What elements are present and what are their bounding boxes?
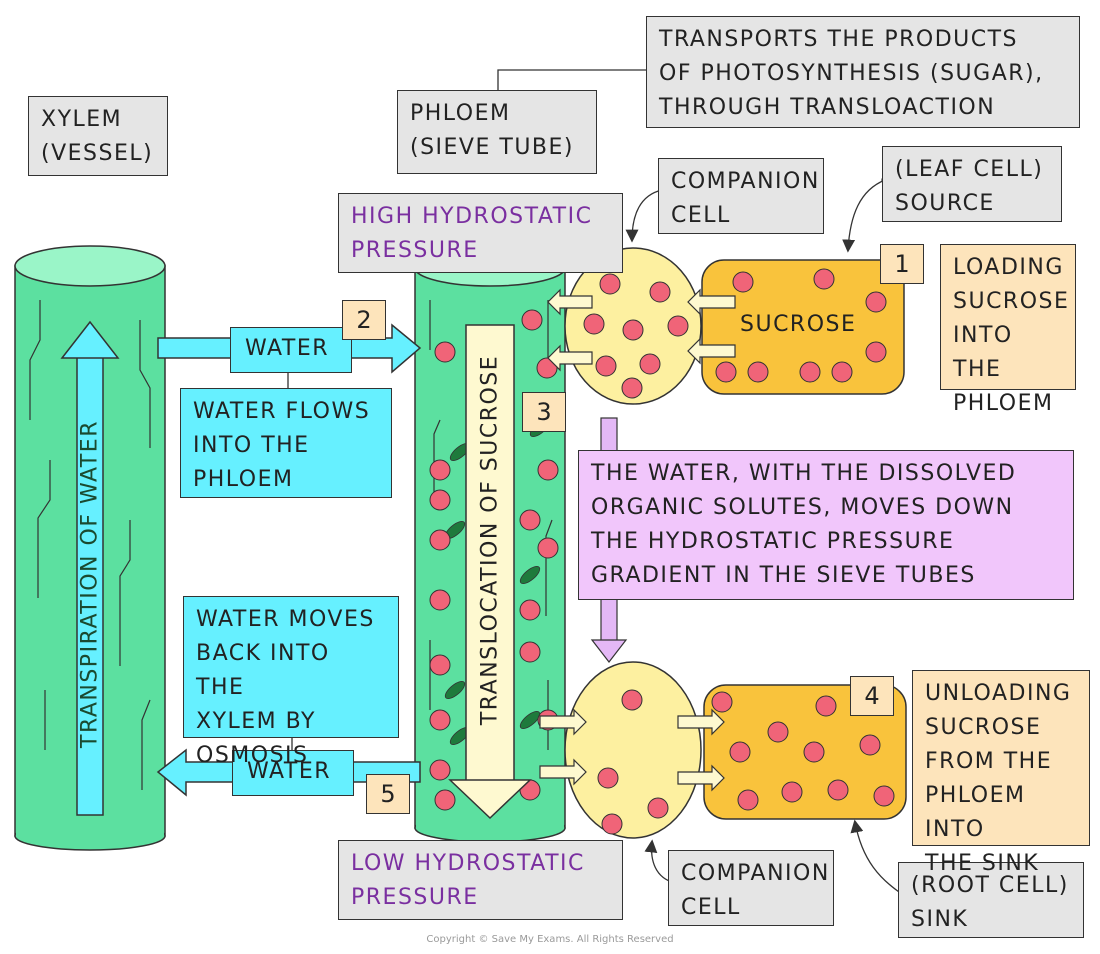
high-pressure-label: HIGH HYDROSTATIC PRESSURE	[338, 193, 623, 273]
companion-cell-top	[564, 247, 702, 405]
step-3-badge: 3	[522, 392, 566, 432]
transpiration-arrow	[60, 320, 120, 816]
companion-cell-bottom	[564, 661, 702, 839]
water-label-top: WATER	[230, 327, 352, 373]
step-1-badge: 1	[880, 244, 924, 284]
gradient-note: THE WATER, WITH THE DISSOLVED ORGANIC SO…	[578, 450, 1074, 600]
copyright-text: Copyright © Save My Exams. All Rights Re…	[426, 934, 674, 945]
sucrose-label: SUCROSE	[740, 312, 857, 337]
water-label-bottom: WATER	[232, 750, 354, 796]
transpiration-label: TRANSPIRATION OF WATER	[77, 420, 103, 748]
phloem-label: PHLOEM (SIEVE TUBE)	[397, 90, 597, 174]
step-2-badge: 2	[342, 300, 386, 340]
step-4-badge: 4	[850, 676, 894, 716]
sink-label: (ROOT CELL) SINK	[898, 862, 1084, 938]
root-cell-sink	[703, 684, 907, 820]
water-moves-back-note: WATER MOVES BACK INTO THE XYLEM BY OSMOS…	[183, 596, 399, 768]
companion-cell-top-label: COMPANION CELL	[658, 158, 824, 234]
source-label: (LEAF CELL) SOURCE	[882, 146, 1062, 222]
companion-cell-bottom-label: COMPANION CELL	[668, 850, 834, 926]
low-pressure-label: LOW HYDROSTATIC PRESSURE	[338, 840, 623, 920]
xylem-label: XYLEM (VESSEL)	[28, 96, 168, 176]
unloading-note: UNLOADING SUCROSE FROM THE PHLOEM INTO T…	[912, 670, 1090, 876]
transfer-arrows	[539, 288, 736, 792]
translocation-arrow	[448, 324, 532, 820]
leaf-cell-source	[701, 259, 905, 395]
water-flows-note: WATER FLOWS INTO THE PHLOEM	[180, 388, 392, 498]
loading-note: LOADING SUCROSE INTO THE PHLOEM	[940, 244, 1076, 416]
translocation-label: TRANSLOCATION OF SUCROSE	[477, 354, 503, 726]
transports-note: TRANSPORTS THE PRODUCTS OF PHOTOSYNTHESI…	[646, 16, 1080, 128]
step-5-badge: 5	[366, 774, 410, 814]
